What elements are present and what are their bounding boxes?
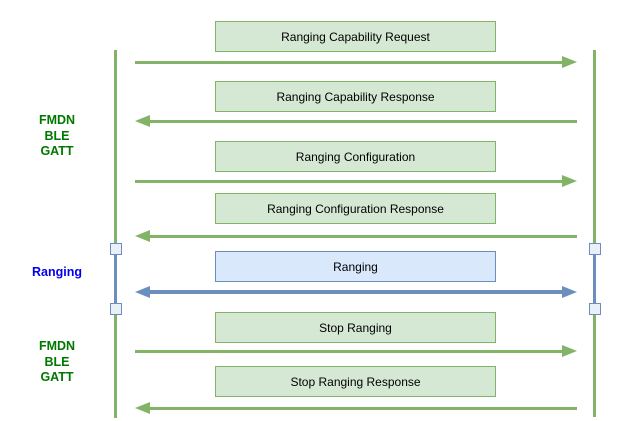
arrow-line — [135, 179, 564, 183]
arrow-head-right-icon — [562, 286, 577, 298]
message-box-ranging-configuration-response: Ranging Configuration Response — [215, 193, 496, 224]
arrow-head-left-icon — [135, 286, 150, 298]
arrow-head-left-icon — [135, 230, 150, 242]
arrow-ranging-bidirectional — [135, 286, 577, 298]
phase-label-fmdn-ble-gatt-bottom: FMDN BLE GATT — [38, 339, 76, 384]
arrow-stop-ranging-response — [135, 402, 577, 414]
message-label: Ranging Capability Request — [281, 29, 430, 44]
activation-marker — [589, 243, 601, 255]
arrow-head-left-icon — [135, 402, 150, 414]
message-label: Ranging Configuration — [295, 149, 416, 164]
arrow-line — [135, 349, 564, 353]
arrow-line — [135, 60, 564, 64]
message-box-stop-ranging: Stop Ranging — [215, 312, 496, 343]
message-label: Ranging Configuration Response — [267, 201, 444, 216]
arrow-head-right-icon — [562, 175, 577, 187]
arrow-line — [148, 119, 577, 123]
lifeline-left-ranging-segment — [114, 247, 117, 309]
arrow-head-right-icon — [562, 345, 577, 357]
arrow-line — [148, 234, 577, 238]
arrow-ranging-capability-response — [135, 115, 577, 127]
arrow-head-left-icon — [135, 115, 150, 127]
message-box-ranging: Ranging — [215, 251, 496, 282]
message-label: Ranging — [333, 259, 378, 274]
arrow-ranging-capability-request — [135, 56, 577, 68]
arrow-ranging-configuration-response — [135, 230, 577, 242]
lifeline-left — [114, 50, 117, 418]
lifeline-right-ranging-segment — [593, 247, 596, 309]
message-box-ranging-configuration: Ranging Configuration — [215, 141, 496, 172]
arrow-line — [148, 406, 577, 410]
message-label: Stop Ranging Response — [290, 374, 421, 389]
arrow-head-right-icon — [562, 56, 577, 68]
activation-marker — [589, 303, 601, 315]
message-box-ranging-capability-response: Ranging Capability Response — [215, 81, 496, 112]
message-label: Stop Ranging — [319, 320, 392, 335]
phase-label-ranging: Ranging — [32, 265, 82, 279]
phase-label-fmdn-ble-gatt-top: FMDN BLE GATT — [38, 113, 76, 158]
arrow-line — [148, 290, 564, 294]
message-box-ranging-capability-request: Ranging Capability Request — [215, 21, 496, 52]
activation-marker — [110, 243, 122, 255]
arrow-stop-ranging — [135, 345, 577, 357]
activation-marker — [110, 303, 122, 315]
arrow-ranging-configuration — [135, 175, 577, 187]
message-box-stop-ranging-response: Stop Ranging Response — [215, 366, 496, 397]
message-label: Ranging Capability Response — [276, 89, 435, 104]
lifeline-right — [593, 50, 596, 417]
